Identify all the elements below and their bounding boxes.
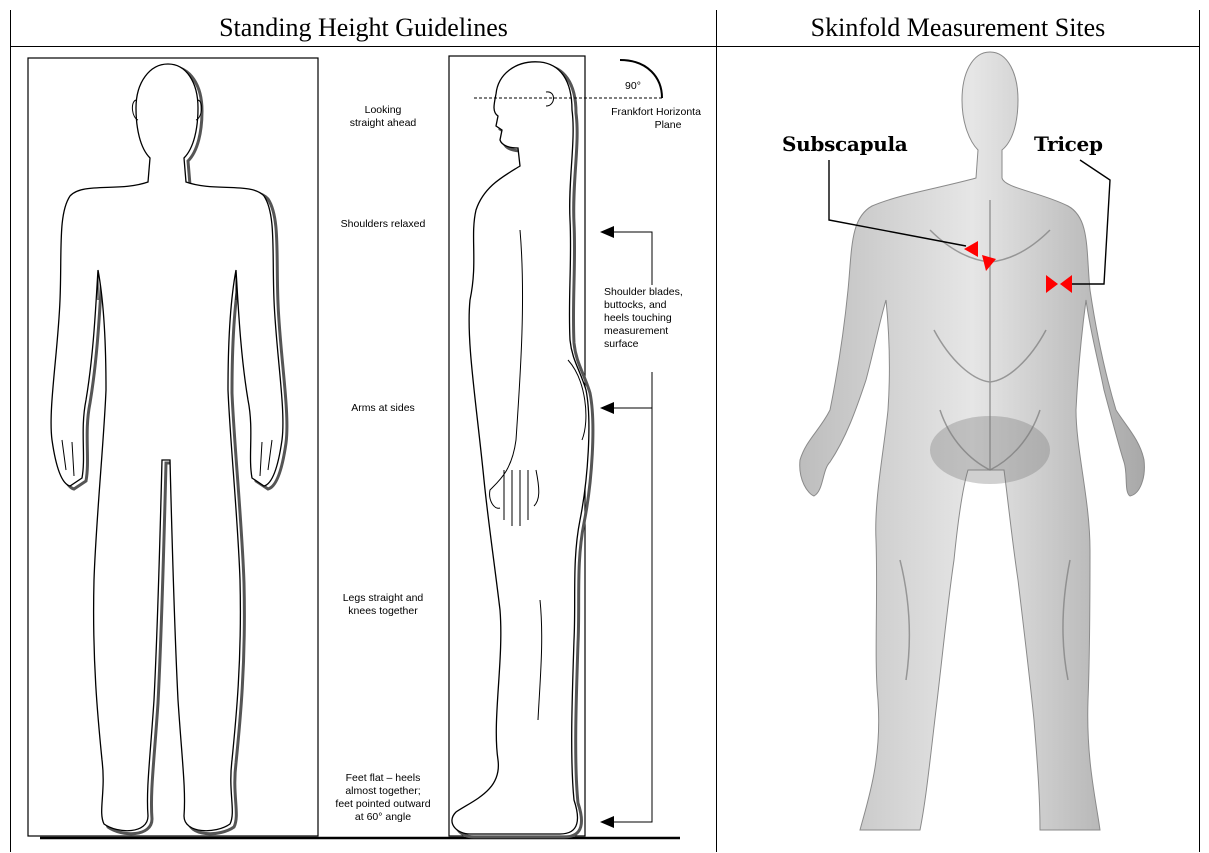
frankfort-plane-line1: Frankfort Horizonta — [596, 106, 716, 119]
contact-note: Shoulder blades, buttocks, and heels tou… — [604, 286, 704, 351]
note-shoulders-line-1: Shoulders relaxed — [318, 218, 448, 231]
side-body-outline — [452, 62, 589, 834]
frankfort-plane-label: Frankfort Horizonta Plane — [596, 106, 716, 132]
note-legs-line-1: Legs straight and — [318, 592, 448, 605]
note-feet-line-3: feet pointed outward — [318, 798, 448, 811]
note-looking-line-2: straight ahead — [318, 117, 448, 130]
note-feet-line-1: Feet flat – heels — [318, 772, 448, 785]
note-arms-line-1: Arms at sides — [318, 402, 448, 415]
buttocks-shading — [930, 416, 1050, 484]
note-arms: Arms at sides — [318, 402, 448, 415]
subscapula-label: Subscapula — [782, 132, 907, 156]
note-feet-line-2: almost together; — [318, 785, 448, 798]
frankfort-plane-line2: Plane — [596, 119, 716, 132]
tricep-label: Tricep — [1034, 132, 1103, 156]
contact-note-line-3: heels touching — [604, 312, 704, 325]
note-looking-line-1: Looking — [318, 104, 448, 117]
skinfold-header: Skinfold Measurement Sites — [717, 10, 1199, 46]
contact-note-line-2: buttocks, and — [604, 299, 704, 312]
contact-note-line-1: Shoulder blades, — [604, 286, 704, 299]
angle-label: 90° — [618, 80, 648, 93]
skinfold-illustration — [717, 47, 1199, 853]
note-feet: Feet flat – heels almost together; feet … — [318, 772, 448, 824]
note-legs: Legs straight and knees together — [318, 592, 448, 618]
note-feet-line-4: at 60° angle — [318, 811, 448, 824]
contact-note-line-4: measurement — [604, 325, 704, 338]
note-looking: Looking straight ahead — [318, 104, 448, 130]
table-right-border — [1199, 10, 1200, 852]
note-shoulders: Shoulders relaxed — [318, 218, 448, 231]
note-legs-line-2: knees together — [318, 605, 448, 618]
contact-note-line-5: surface — [604, 338, 704, 351]
